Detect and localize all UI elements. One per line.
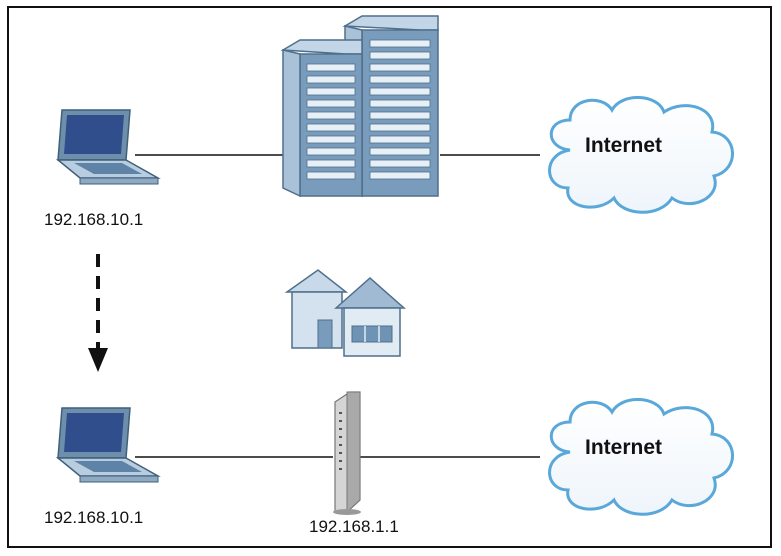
bottom-internet-label: Internet — [585, 436, 663, 459]
laptop-icon — [55, 407, 161, 483]
cloud-icon — [548, 398, 734, 516]
dashed-down-arrow-icon — [88, 254, 108, 372]
cloud-icon — [548, 96, 734, 214]
router-ip-label: 192.168.1.1 — [309, 517, 399, 536]
laptop-icon — [55, 109, 161, 185]
top-internet-label: Internet — [585, 134, 663, 157]
top-laptop-ip-label: 192.168.10.1 — [44, 210, 144, 229]
bottom-laptop-ip-label: 192.168.10.1 — [44, 508, 144, 527]
server-rack-icon — [280, 15, 439, 198]
router-icon — [333, 391, 361, 515]
house-icon — [284, 269, 406, 357]
